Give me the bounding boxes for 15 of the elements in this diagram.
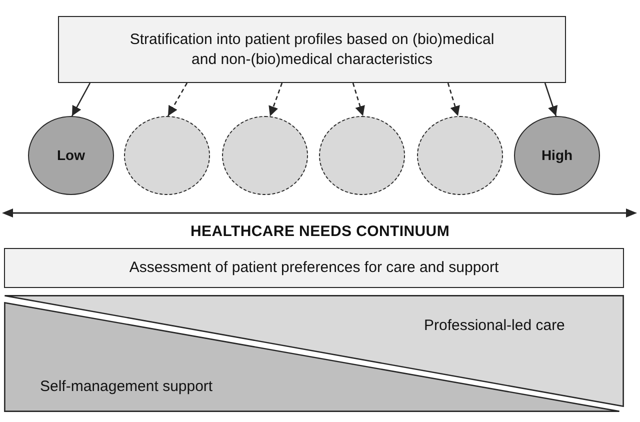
- dashed-arrow: [268, 82, 283, 116]
- dashed-arrow: [167, 82, 188, 116]
- area-label: Self-management support: [40, 377, 213, 396]
- level-label: Low: [57, 146, 85, 165]
- axis-title: HEALTHCARE NEEDS CONTINUUM: [190, 223, 450, 240]
- step-text: Stratification into patient profiles based on (bio)medical and non-(bio)medical characteristics: [128, 30, 496, 69]
- process-box: [58, 16, 566, 83]
- arrow: [544, 82, 558, 116]
- level-label: High: [541, 146, 573, 165]
- area-label: Professional-led care: [424, 316, 565, 336]
- arrow: [71, 82, 91, 116]
- dashed-arrow: [447, 82, 460, 116]
- process-box: [4, 248, 624, 288]
- step-text: Assessment of patient preferences for care and support: [129, 258, 499, 278]
- dashed-arrow: [352, 82, 365, 116]
